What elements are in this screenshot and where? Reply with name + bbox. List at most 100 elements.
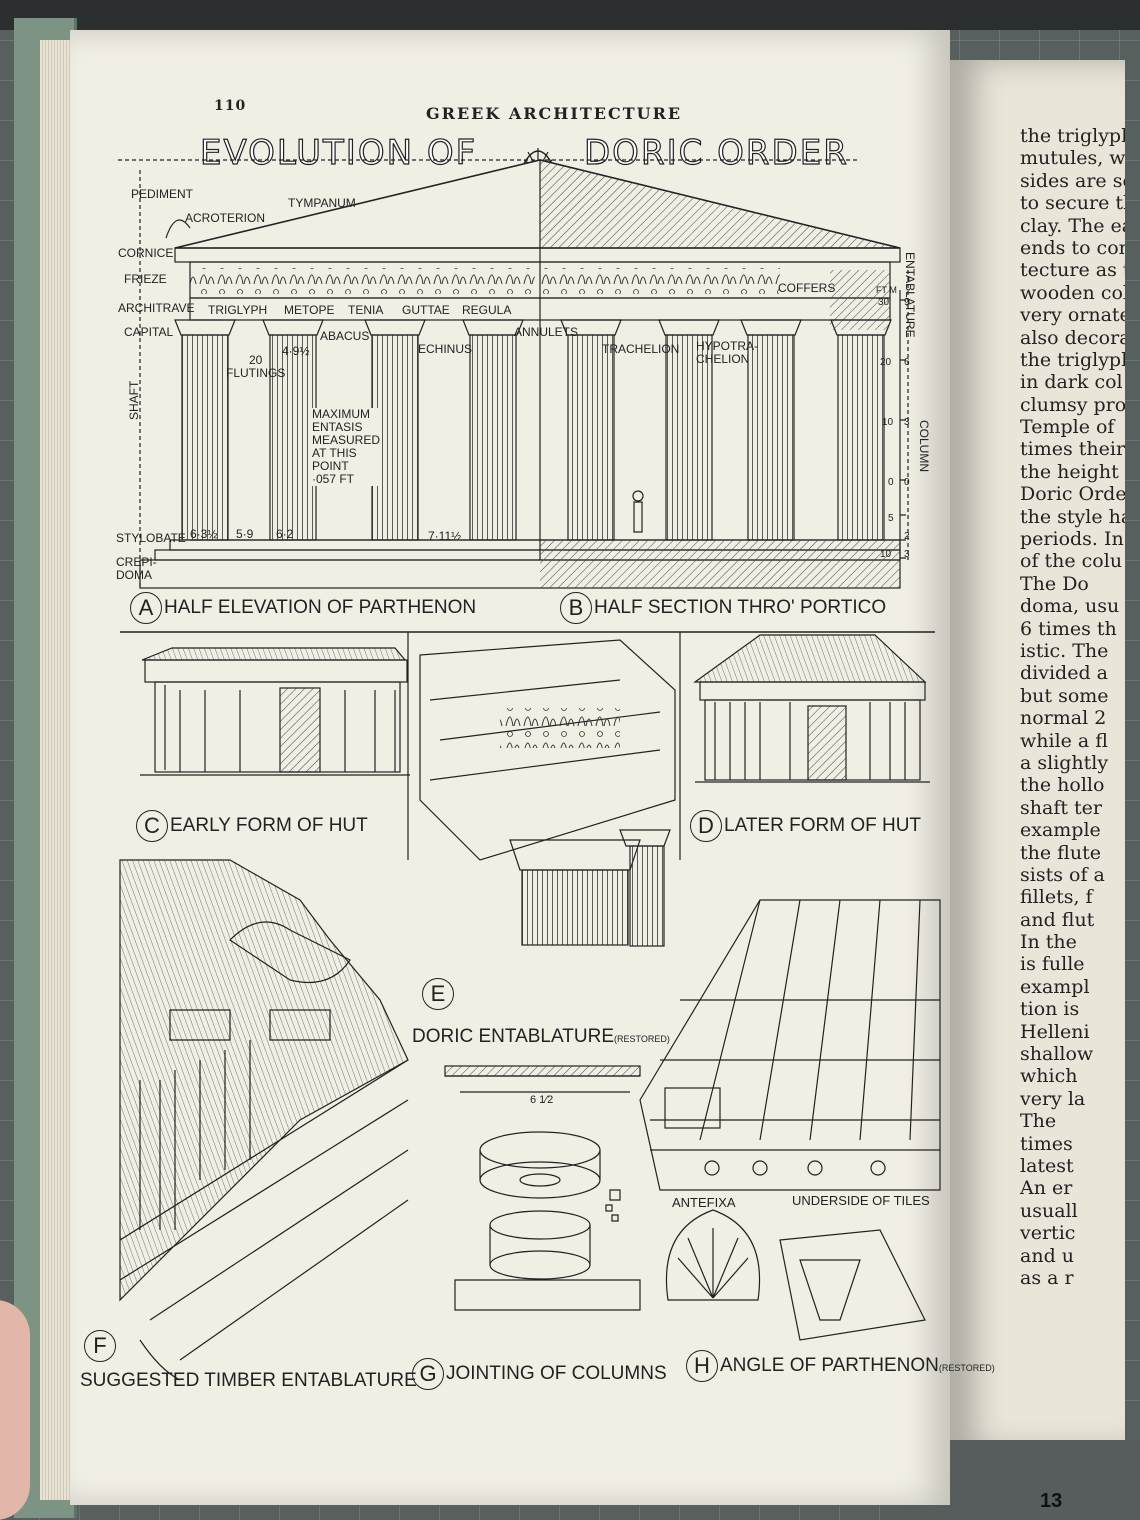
facing-page-line: times [1020,1132,1073,1155]
caption-text-a: HALF ELEVATION OF PARTHENON [164,597,477,619]
facing-page-line: latest [1020,1154,1074,1177]
facing-page-line: but some [1020,684,1109,707]
facing-page-line: periods. In [1020,528,1124,551]
label-echinus: ECHINUS [418,342,473,356]
facing-page-line: as a r [1020,1266,1074,1289]
facing-page-line: exampl [1020,975,1090,998]
label-coffers: COFFERS [778,281,836,295]
label-annulets: ANNULETS [514,325,579,339]
scale-m-9: 9 [904,297,910,308]
caption-letter-b: B [560,592,592,624]
label-antefixa: ANTEFIXA [672,1195,736,1210]
facing-page-line: shallow [1020,1043,1094,1066]
facing-page-line: the triglyph [1020,348,1125,371]
facing-page: the triglyphsmutules, whicsides are seen… [950,60,1125,1450]
caption-f: SUGGESTED TIMBER ENTABLATURE [80,1370,417,1392]
scale-5: 5 [888,513,894,524]
label-crepidoma: CREPI- DOMA [116,555,157,582]
facing-page-line: divided a [1020,662,1108,685]
label-dimension-6-half: 6 1⁄2 [530,1094,554,1106]
scale-m-6: 6 [904,357,910,368]
label-entasis: MAXIMUM ENTASIS MEASURED AT THIS POINT ·… [312,407,381,486]
label-scale-units: FT M [876,285,897,295]
label-metope: METOPE [284,303,335,317]
label-capital: CAPITAL [124,325,174,339]
label-dimension-4-9: 4·9½ [282,344,310,358]
caption-text-h: ANGLE OF PARTHENON [720,1355,939,1377]
label-underside-of-tiles: UNDERSIDE OF TILES [792,1193,930,1208]
facing-page-line: sides are seen [1020,169,1125,192]
facing-page-line: example [1020,819,1101,842]
facing-page-line: clumsy pro [1020,393,1125,416]
facing-page-line: and u [1020,1244,1075,1267]
scale-10b: 10 [880,549,892,560]
facing-page-line: doma, usu [1020,595,1120,618]
label-hypotrachelion: HYPOTRA- CHELION [696,339,759,366]
facing-page-line: the flute [1020,841,1101,864]
scale-0: 0 [888,477,894,488]
book-cover-top [0,0,1140,30]
facing-page-line: normal 2 [1020,707,1107,730]
label-regula: REGULA [462,303,512,317]
caption-note-e: (RESTORED) [614,1034,670,1044]
label-acroterion: ACROTERION [185,211,266,225]
facing-page-line: wooden colo [1020,281,1125,304]
facing-page-line: tion is [1020,998,1080,1021]
facing-page-line: the height [1020,460,1119,483]
label-entablature: ENTABLATURE [903,252,917,338]
facing-page-line: The [1020,1110,1057,1133]
ruler-number-13: 13 [1040,1490,1063,1512]
caption-letter-d: D [690,810,722,842]
scale-m-0: 0 [904,477,910,488]
facing-page-line: shaft ter [1020,796,1102,819]
label-triglyph: TRIGLYPH [208,303,268,317]
label-trachelion: TRACHELION [602,342,680,356]
later-hut-drawing [693,634,930,783]
label-pediment: PEDIMENT [131,187,194,201]
facing-page-line: the hollo [1020,774,1105,797]
label-dimension-6-3: 6·3½ [190,527,218,541]
facing-page-line: mutules, whic [1020,147,1125,170]
label-guttae: GUTTAE [402,303,450,317]
title-left: EVOLUTION OF [199,132,478,173]
caption-text-d: LATER FORM OF HUT [724,815,922,837]
scale-m-3: 3 [904,417,910,428]
title-right: DORIC ORDER [583,132,849,173]
caption-text-f: SUGGESTED TIMBER ENTABLATURE [80,1370,417,1391]
facing-page-line: of the colu [1020,550,1123,573]
thumb [0,1300,30,1520]
facing-page-line: vertic [1020,1222,1076,1245]
facing-page-line: istic. The [1020,639,1109,662]
label-dimension-7-11: 7·11½ [428,529,462,543]
label-cornice: CORNICE [118,246,174,260]
caption-text-c: EARLY FORM OF HUT [170,815,368,837]
facing-page-line: Helleni [1020,1020,1090,1043]
label-flutings: 20 FLUTINGS [226,353,286,380]
facing-page-line: a slightly [1020,751,1109,774]
facing-page-line: ends to conce [1020,236,1125,259]
scale-10: 10 [882,417,894,428]
facing-page-line: tecture as th [1020,259,1125,282]
facing-page-line: is fulle [1020,953,1085,976]
facing-page-line: very la [1020,1087,1086,1110]
column-jointing-drawing [444,1065,641,1311]
doric-entablature-drawing [419,639,676,947]
label-abacus: ABACUS [320,329,370,343]
caption-letter-a: A [130,592,162,624]
facing-page-line: In the [1020,931,1077,954]
facing-page-line: which [1020,1065,1078,1088]
running-head: GREEK ARCHITECTURE [426,104,683,123]
page-number: 110 [214,98,247,114]
label-dimension-5-9: 5·9 [236,527,254,541]
facing-page-line: fillets, f [1020,886,1093,909]
label-shaft: SHAFT [127,380,141,420]
caption-letter-h: H [686,1350,718,1382]
label-frieze: FRIEZE [124,272,167,286]
frieze-pattern [190,268,780,294]
scale-m-2: 2 [904,531,910,542]
